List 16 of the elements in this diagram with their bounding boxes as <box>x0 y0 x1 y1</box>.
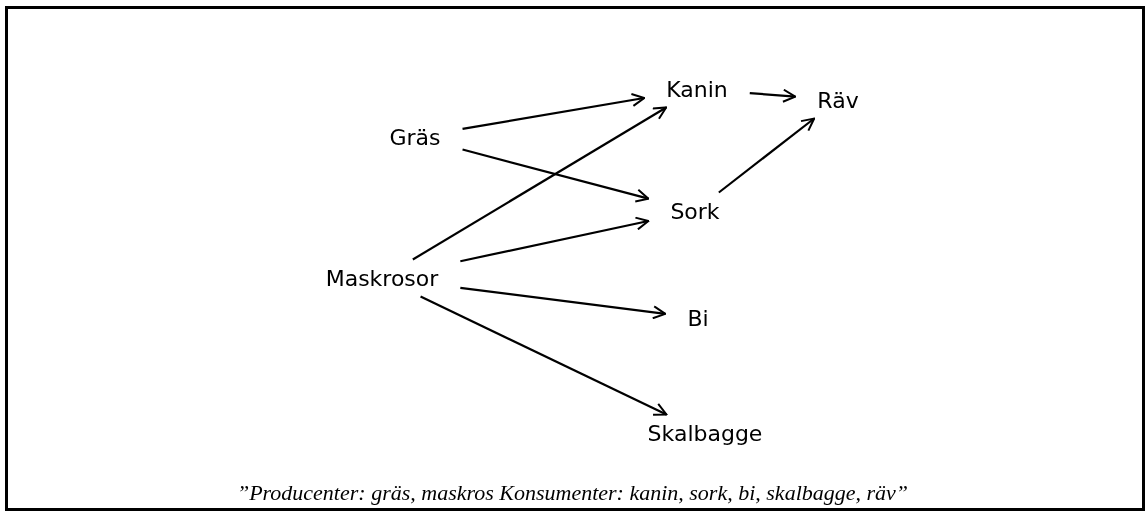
arrow <box>460 286 667 320</box>
caption: ”Producenter: gräs, maskros Konsumenter: kanin, sork, bi, skalbagge, räv” <box>235 480 910 506</box>
arrow <box>718 117 816 194</box>
arrow <box>420 295 668 416</box>
node-label: Kanin <box>644 70 750 108</box>
node-label: Räv <box>795 81 881 119</box>
node-label: Sork <box>648 192 742 230</box>
node-label: Skalbagge <box>625 414 785 452</box>
arrow <box>462 93 646 130</box>
node-label: Gräs <box>367 118 463 156</box>
node-label: Bi <box>665 299 731 337</box>
arrow <box>412 106 668 261</box>
arrow <box>749 88 797 103</box>
node-label: Maskrosor <box>303 259 461 297</box>
arrow <box>462 148 650 203</box>
arrow <box>460 216 650 263</box>
